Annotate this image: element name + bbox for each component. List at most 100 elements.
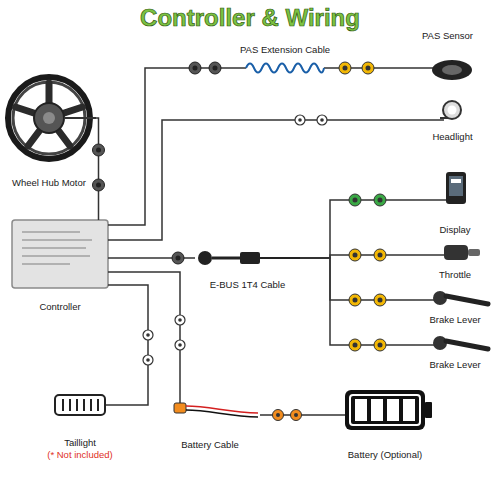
component-label-box: Battery Cable: [160, 395, 260, 450]
battery-connector: [273, 410, 302, 421]
component-name: Battery (Optional): [348, 449, 422, 460]
display-plugs-part: [374, 194, 386, 206]
taillight-icon-part-part: [97, 399, 99, 411]
battery-cable-icon-part: [174, 403, 186, 413]
battery-icon: [310, 390, 432, 430]
display-icon-part: [449, 176, 463, 196]
battery-icon-part: [310, 414, 345, 416]
component-label-box: Controller: [5, 212, 115, 312]
controller-icon-part-part: [108, 239, 115, 241]
taillight-icon-part: [55, 395, 105, 415]
display-icon-part: [446, 172, 466, 204]
wire-connector: [96, 118, 99, 212]
taillight-icon-part-part: [62, 399, 64, 411]
battery-icon-part: [355, 399, 367, 421]
e-bus-plug: [172, 252, 184, 264]
controller-icon-part-part: [22, 239, 92, 241]
taillight-plugs: [143, 330, 153, 365]
taillight-icon-part-part: [76, 399, 78, 411]
wire-connector: [300, 258, 415, 345]
brake-lever-icon: [415, 291, 488, 305]
wheel-hub-motor-icon: [8, 77, 96, 159]
taillight-plugs-part: [143, 330, 153, 340]
component-name: Display: [439, 224, 470, 235]
battery-plugs-part: [175, 315, 185, 325]
pas-plugs-part: [362, 62, 374, 74]
headlight-icon-part: [410, 119, 444, 121]
e-bus-cable-icon-part: [212, 257, 240, 260]
component-label-box: Wheel Hub Motor: [2, 68, 96, 188]
battery-icon-part: [425, 402, 432, 418]
brake-lever-icon: [415, 336, 488, 350]
component-label-box: Battery (Optional): [310, 385, 460, 460]
controller-icon-part-part: [98, 212, 100, 220]
taillight-icon-part-part: [69, 399, 71, 411]
component-label-box: Throttle: [415, 240, 495, 280]
controller-icon-part: [22, 232, 92, 264]
headlight-plugs: [295, 115, 327, 125]
taillight-icon-part-part: [83, 399, 85, 411]
taillight-icon: [55, 395, 130, 415]
brake-lever-icon-part: [415, 344, 434, 346]
component-name: PAS Sensor: [422, 30, 473, 41]
battery-cable-icon-part: [186, 406, 258, 413]
controller-icon-part-part: [22, 263, 70, 265]
pas-sensor-icon-part: [442, 65, 462, 75]
component-name: Brake Lever: [429, 314, 480, 325]
battery-plugs-part: [175, 340, 185, 350]
brake-plugs-part: [374, 339, 386, 351]
controller-icon-part-part: [108, 284, 115, 286]
brake-plugs-part: [349, 339, 361, 351]
e-bus-cable-icon-part: [240, 252, 260, 264]
controller-icon: [12, 212, 115, 288]
throttle-icon-part: [468, 249, 480, 256]
component-name: Taillight: [64, 437, 96, 448]
controller-icon-part-part: [22, 255, 90, 257]
component-label-box: PAS Sensor: [400, 30, 495, 92]
battery-plugs: [175, 315, 185, 350]
pas-plugs-part: [209, 62, 221, 74]
headlight-icon-part: [448, 106, 457, 115]
battery-icon-part: [387, 399, 399, 421]
e-bus-cable-icon: [198, 251, 300, 265]
headlight-icon: [410, 101, 461, 120]
throttle-plugs-part: [349, 249, 361, 261]
battery-connector-part: [273, 410, 284, 421]
headlight-plugs-part: [317, 115, 327, 125]
pas-plugs-part: [189, 62, 201, 74]
throttle-icon-part: [444, 245, 468, 260]
wire-connector: [260, 414, 310, 416]
controller-icon-part-part: [22, 231, 80, 233]
brake-plugs: [349, 339, 386, 351]
controller-icon-part-part: [108, 224, 115, 226]
battery-icon-part: [371, 399, 383, 421]
throttle-icon-part: [415, 254, 444, 256]
component-name: Brake Lever: [429, 359, 480, 370]
component-name: Battery Cable: [181, 439, 239, 450]
wheel-hub-motor-icon-part: [34, 103, 64, 133]
controller-icon-part: [99, 212, 116, 285]
brake-lever-icon-part: [446, 341, 488, 349]
pas-extension-cable-coil: [246, 59, 324, 77]
e-bus-cable-icon-part: [260, 257, 300, 259]
component-label-box: E-BUS 1T4 Cable: [195, 245, 300, 290]
e-bus-plug-part: [172, 252, 184, 264]
brake-plugs-part: [349, 294, 361, 306]
wire-connector: [300, 258, 415, 300]
e-bus-cable-icon-part: [198, 251, 212, 265]
controller-icon-part-part: [108, 257, 115, 259]
taillight-plugs-part: [143, 355, 153, 365]
wheel-hub-motor-icon-part: [43, 112, 55, 124]
taillight-icon-part-part: [90, 399, 92, 411]
pas-sensor-icon-part: [432, 60, 472, 80]
pas-plugs: [189, 62, 374, 74]
pas-extension-cable-coil-part: [246, 59, 324, 77]
battery-connector-part: [291, 410, 302, 421]
component-label-box: Display: [415, 170, 495, 235]
headlight-icon-part: [443, 101, 461, 119]
display-icon: [415, 172, 466, 204]
throttle-icon: [415, 245, 480, 260]
display-plugs-part: [349, 194, 361, 206]
